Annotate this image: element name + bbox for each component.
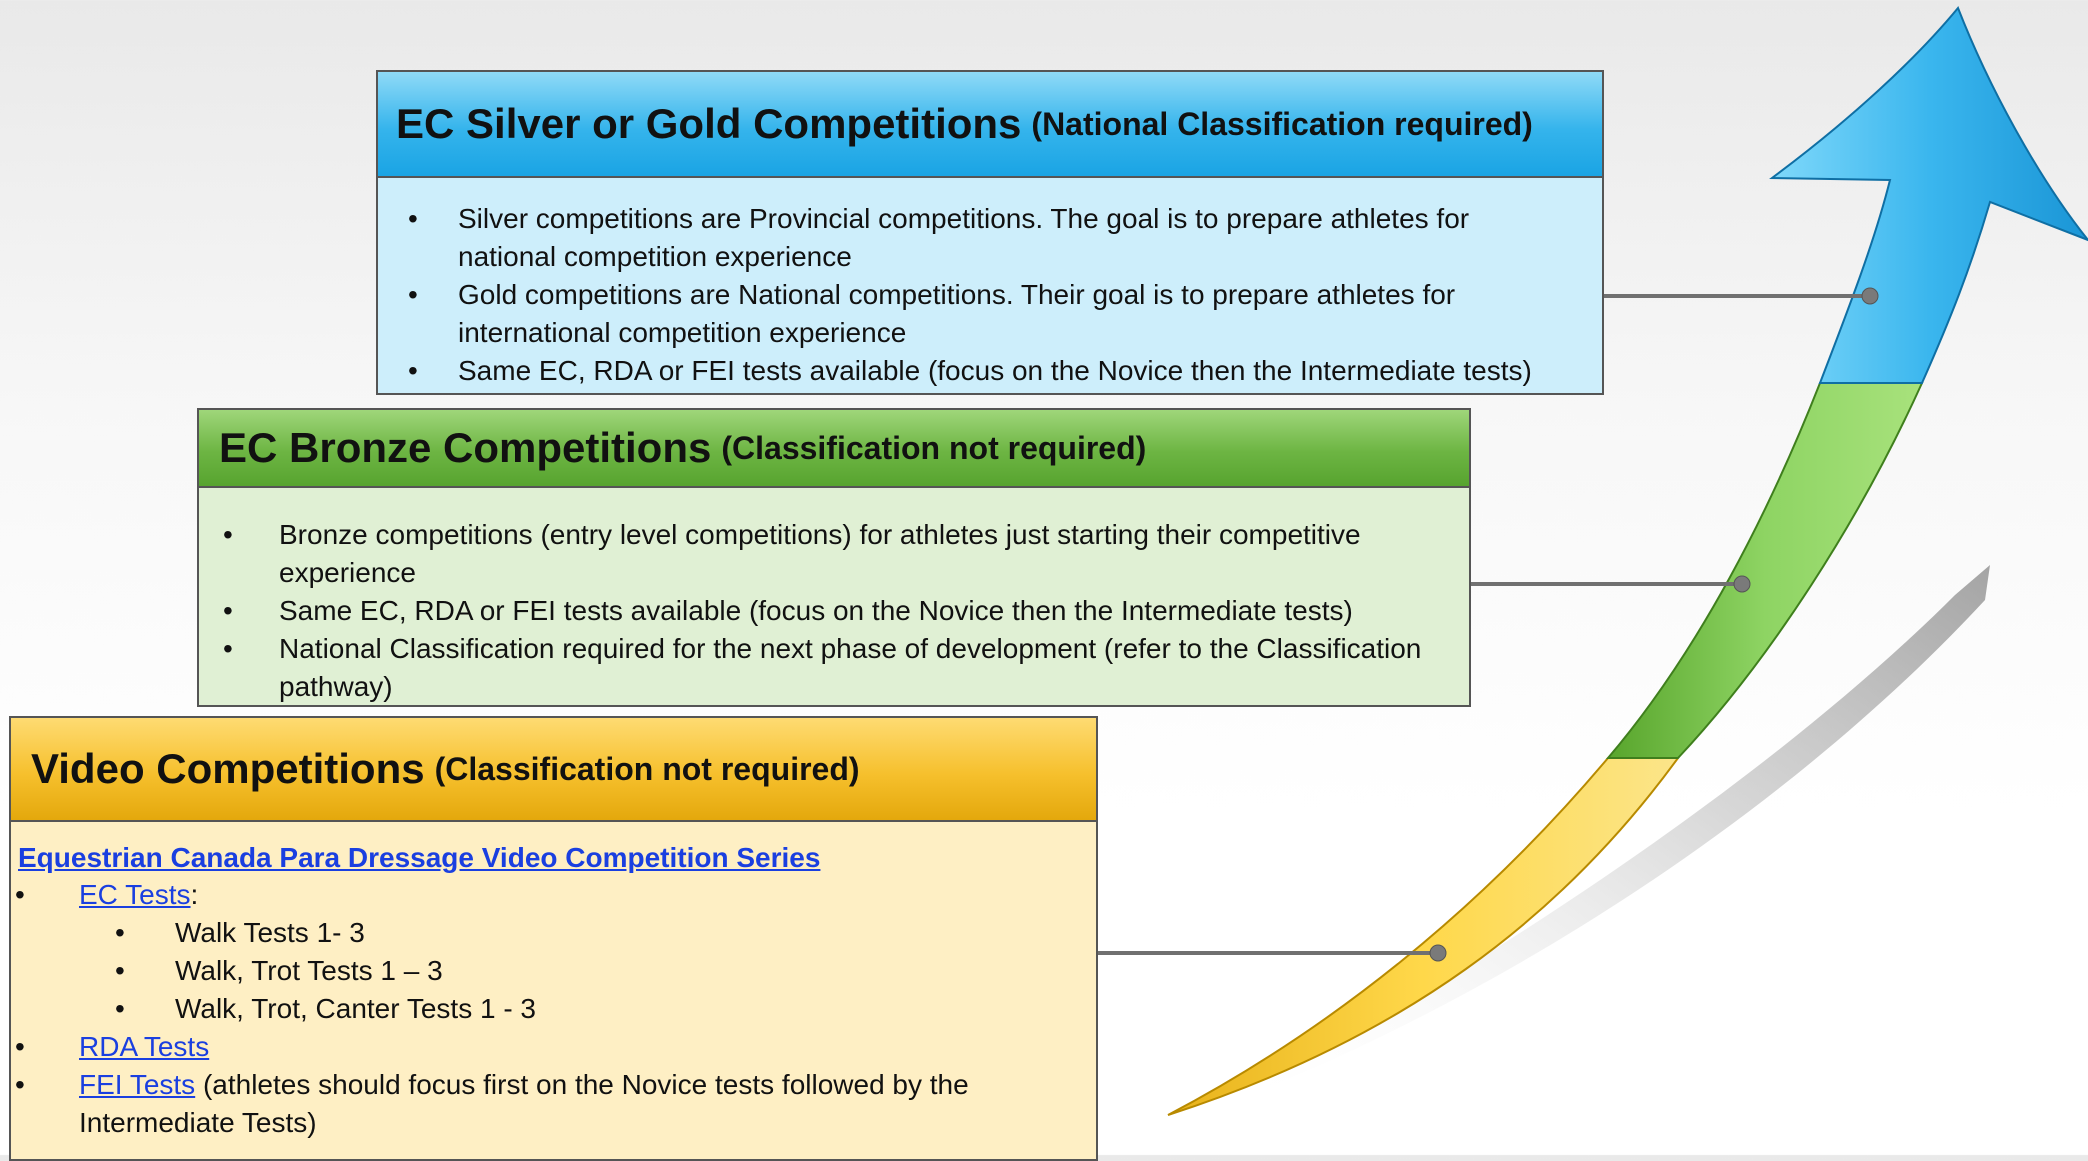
list-item: EC Tests: bbox=[11, 876, 1096, 914]
ec-tests-link[interactable]: EC Tests bbox=[79, 879, 191, 910]
bronze-competitions-box: EC Bronze Competitions (Classification n… bbox=[197, 408, 1471, 707]
list-item: Same EC, RDA or FEI tests available (foc… bbox=[199, 592, 1439, 630]
silver-gold-header: EC Silver or Gold Competitions (National… bbox=[378, 72, 1602, 178]
connector-dot-video bbox=[1429, 944, 1447, 962]
list-item: National Classification required for the… bbox=[199, 630, 1439, 706]
rda-tests-link[interactable]: RDA Tests bbox=[79, 1031, 210, 1062]
list-item: Bronze competitions (entry level competi… bbox=[199, 516, 1439, 592]
ec-tests-colon: : bbox=[190, 879, 199, 910]
list-item: Walk, Trot Tests 1 – 3 bbox=[11, 952, 1096, 990]
connector-dot-silver bbox=[1861, 287, 1879, 305]
silver-gold-title: EC Silver or Gold Competitions bbox=[396, 100, 1022, 147]
bronze-title: EC Bronze Competitions bbox=[219, 424, 712, 471]
list-item: Walk Tests 1- 3 bbox=[11, 914, 1096, 952]
arrow-segment-video bbox=[1167, 757, 1680, 1116]
video-competitions-box: Video Competitions (Classification not r… bbox=[9, 716, 1098, 1161]
video-test-list: EC Tests: bbox=[11, 876, 1096, 914]
list-item: RDA Tests bbox=[11, 1028, 1096, 1066]
list-item: Walk, Trot, Canter Tests 1 - 3 bbox=[11, 990, 1096, 1028]
bronze-bullet-list: Bronze competitions (entry level competi… bbox=[199, 488, 1469, 706]
list-item: Gold competitions are National competiti… bbox=[378, 276, 1562, 352]
fei-tests-description: (athletes should focus first on the Novi… bbox=[79, 1069, 969, 1138]
video-competition-series-link[interactable]: Equestrian Canada Para Dressage Video Co… bbox=[18, 842, 821, 873]
arrow-segment-silver bbox=[1769, 6, 2088, 384]
list-item: Same EC, RDA or FEI tests available (foc… bbox=[378, 352, 1562, 390]
list-item: FEI Tests (athletes should focus first o… bbox=[11, 1066, 1096, 1142]
video-title: Video Competitions bbox=[31, 745, 425, 792]
silver-gold-competitions-box: EC Silver or Gold Competitions (National… bbox=[376, 70, 1604, 395]
silver-gold-bullet-list: Silver competitions are Provincial compe… bbox=[378, 178, 1602, 390]
ec-tests-sublist: Walk Tests 1- 3 Walk, Trot Tests 1 – 3 W… bbox=[11, 914, 1096, 1028]
silver-gold-subtitle: (National Classification required) bbox=[1031, 105, 1533, 142]
list-item: Silver competitions are Provincial compe… bbox=[378, 200, 1562, 276]
video-header: Video Competitions (Classification not r… bbox=[11, 718, 1096, 822]
video-subtitle: (Classification not required) bbox=[434, 750, 860, 787]
bronze-header: EC Bronze Competitions (Classification n… bbox=[199, 410, 1469, 488]
video-test-list-continued: RDA Tests FEI Tests (athletes should foc… bbox=[11, 1028, 1096, 1142]
fei-tests-link[interactable]: FEI Tests bbox=[79, 1069, 196, 1100]
connector-dot-bronze bbox=[1733, 575, 1751, 593]
bronze-subtitle: (Classification not required) bbox=[721, 429, 1147, 466]
